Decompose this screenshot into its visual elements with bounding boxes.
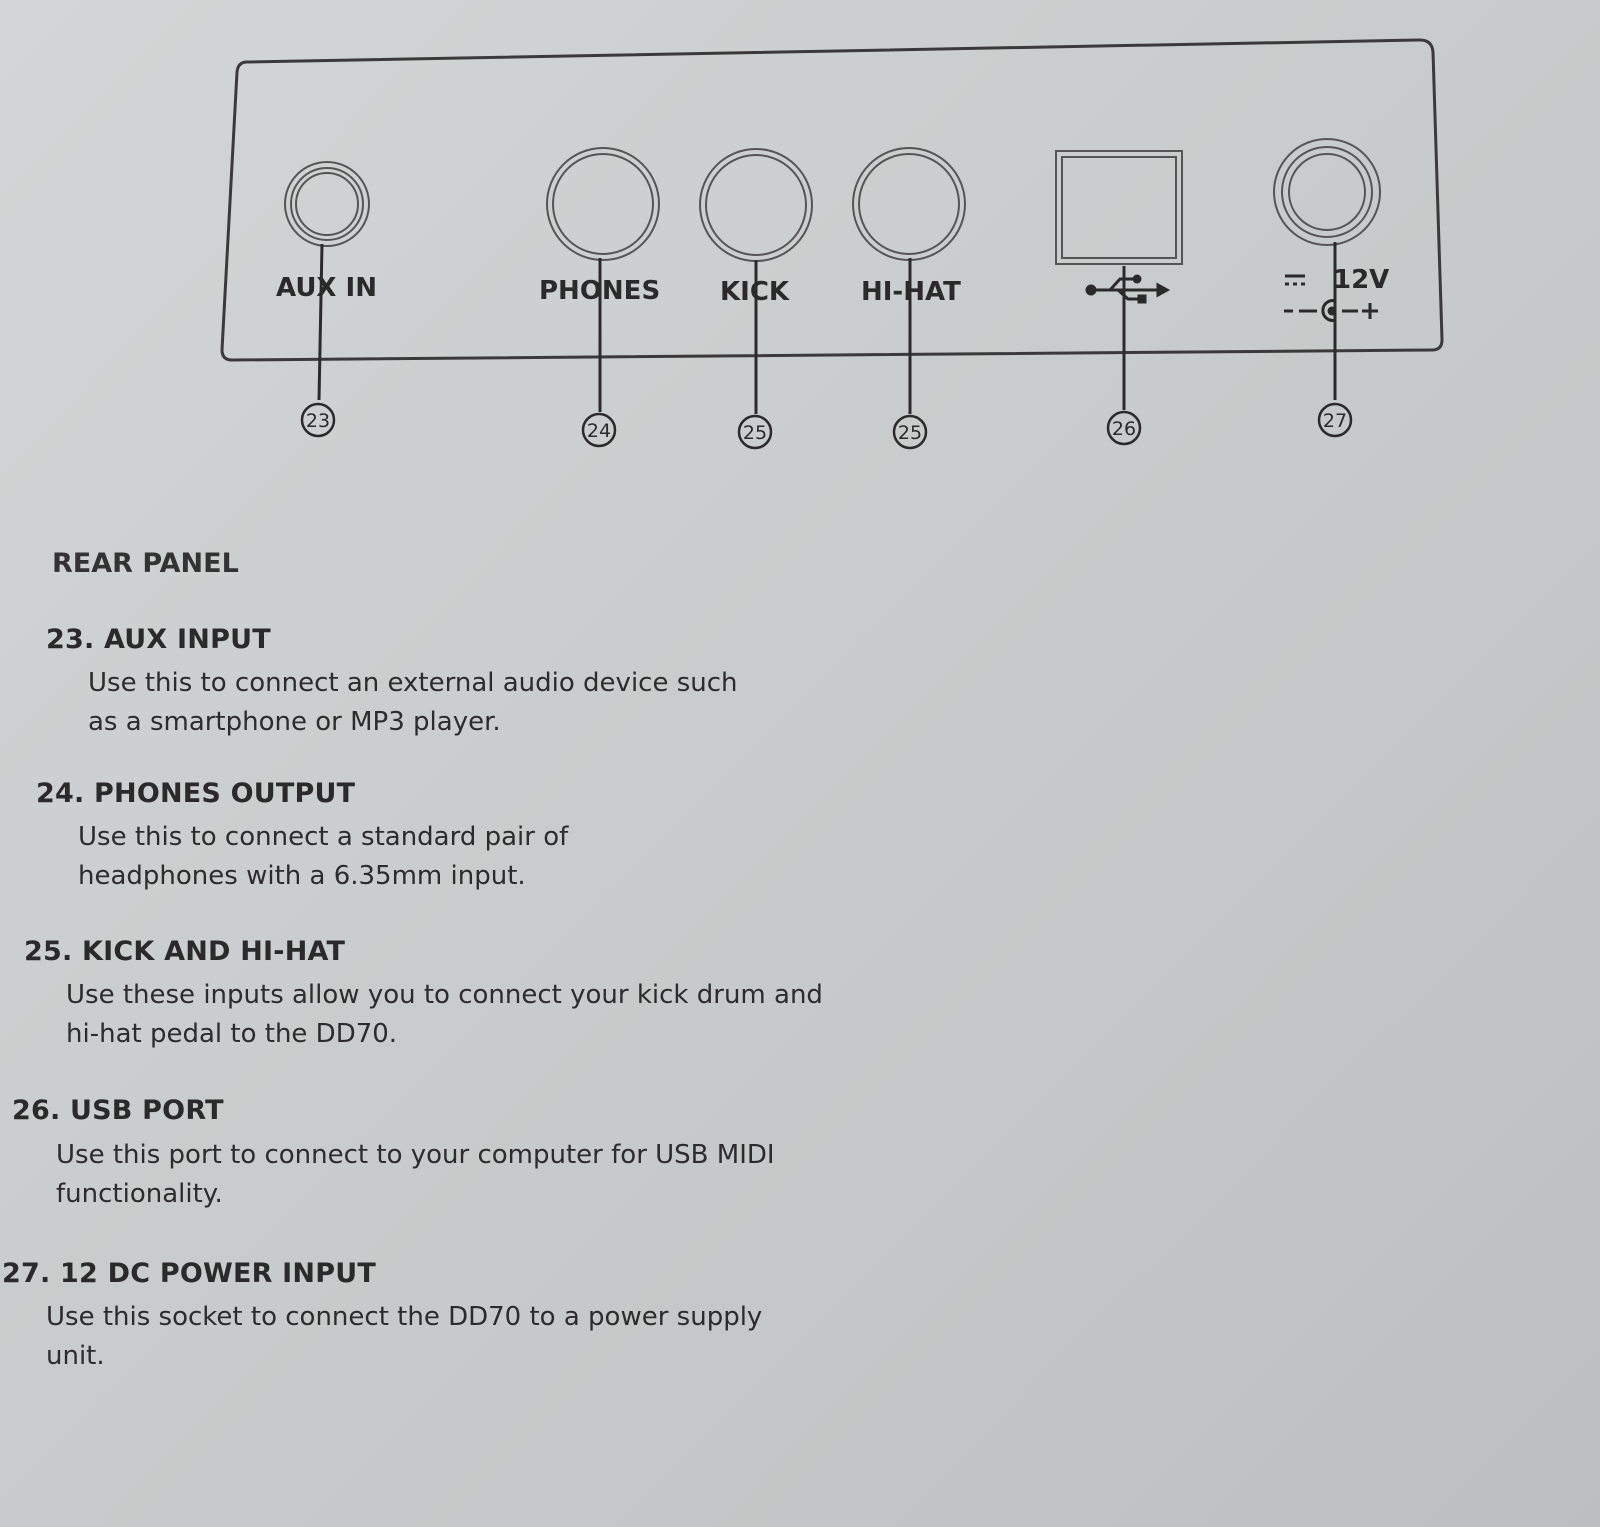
callout-25a: 25 — [737, 414, 773, 450]
section-body-usb-port: Use this port to connect to your compute… — [56, 1140, 775, 1209]
hi-hat-label: HI-HAT — [861, 277, 961, 307]
svg-text:23: 23 — [306, 410, 330, 432]
leader-line-23 — [317, 243, 324, 401]
rear-panel-diagram: AUX IN PHONES KICK HI-HAT 12V 23 — [220, 38, 1444, 450]
callout-24: 24 — [581, 412, 617, 448]
kick-jack-icon — [699, 148, 813, 262]
page-title: REAR PANEL — [52, 548, 239, 579]
svg-text:24: 24 — [587, 420, 611, 442]
section-heading-aux-input: 23. AUX INPUT — [46, 624, 271, 655]
panel-outline — [220, 38, 1444, 362]
section-heading-kick-and-hi-hat: 25. KICK AND HI-HAT — [24, 936, 346, 967]
svg-text:27: 27 — [1323, 410, 1347, 432]
phones-label: PHONES — [539, 276, 660, 306]
section-heading-usb-port: 26. USB PORT — [12, 1095, 224, 1126]
svg-text:26: 26 — [1112, 418, 1136, 440]
aux-in-jack-icon — [284, 161, 370, 247]
usb-port-icon — [1055, 150, 1183, 265]
hi-hat-jack-icon — [852, 147, 966, 261]
dc-power-jack-icon — [1273, 138, 1381, 246]
section-heading-phones-output: 24. PHONES OUTPUT — [36, 778, 356, 809]
section-body-kick-and-hi-hat: Use these inputs allow you to connect yo… — [66, 980, 823, 1049]
callout-27: 27 — [1317, 402, 1353, 438]
usb-icon — [1085, 274, 1171, 304]
leader-lines — [317, 242, 1337, 414]
section-body-aux-input: Use this to connect an external audio de… — [88, 668, 738, 737]
dc-polarity-icon — [1284, 274, 1378, 322]
svg-text:25: 25 — [743, 422, 767, 444]
aux-in-label: AUX IN — [276, 273, 377, 303]
section-body-dc-power-input: Use this socket to connect the DD70 to a… — [46, 1302, 763, 1371]
power-voltage-label: 12V — [1333, 265, 1389, 295]
callout-26: 26 — [1106, 410, 1142, 446]
svg-text:25: 25 — [898, 422, 922, 444]
section-body-phones-output: Use this to connect a standard pair of h… — [78, 822, 569, 891]
phones-jack-icon — [546, 147, 660, 261]
callout-25b: 25 — [892, 414, 928, 450]
kick-label: KICK — [720, 277, 790, 307]
section-heading-dc-power-input: 27. 12 DC POWER INPUT — [2, 1258, 376, 1289]
callout-23: 23 — [300, 402, 336, 438]
